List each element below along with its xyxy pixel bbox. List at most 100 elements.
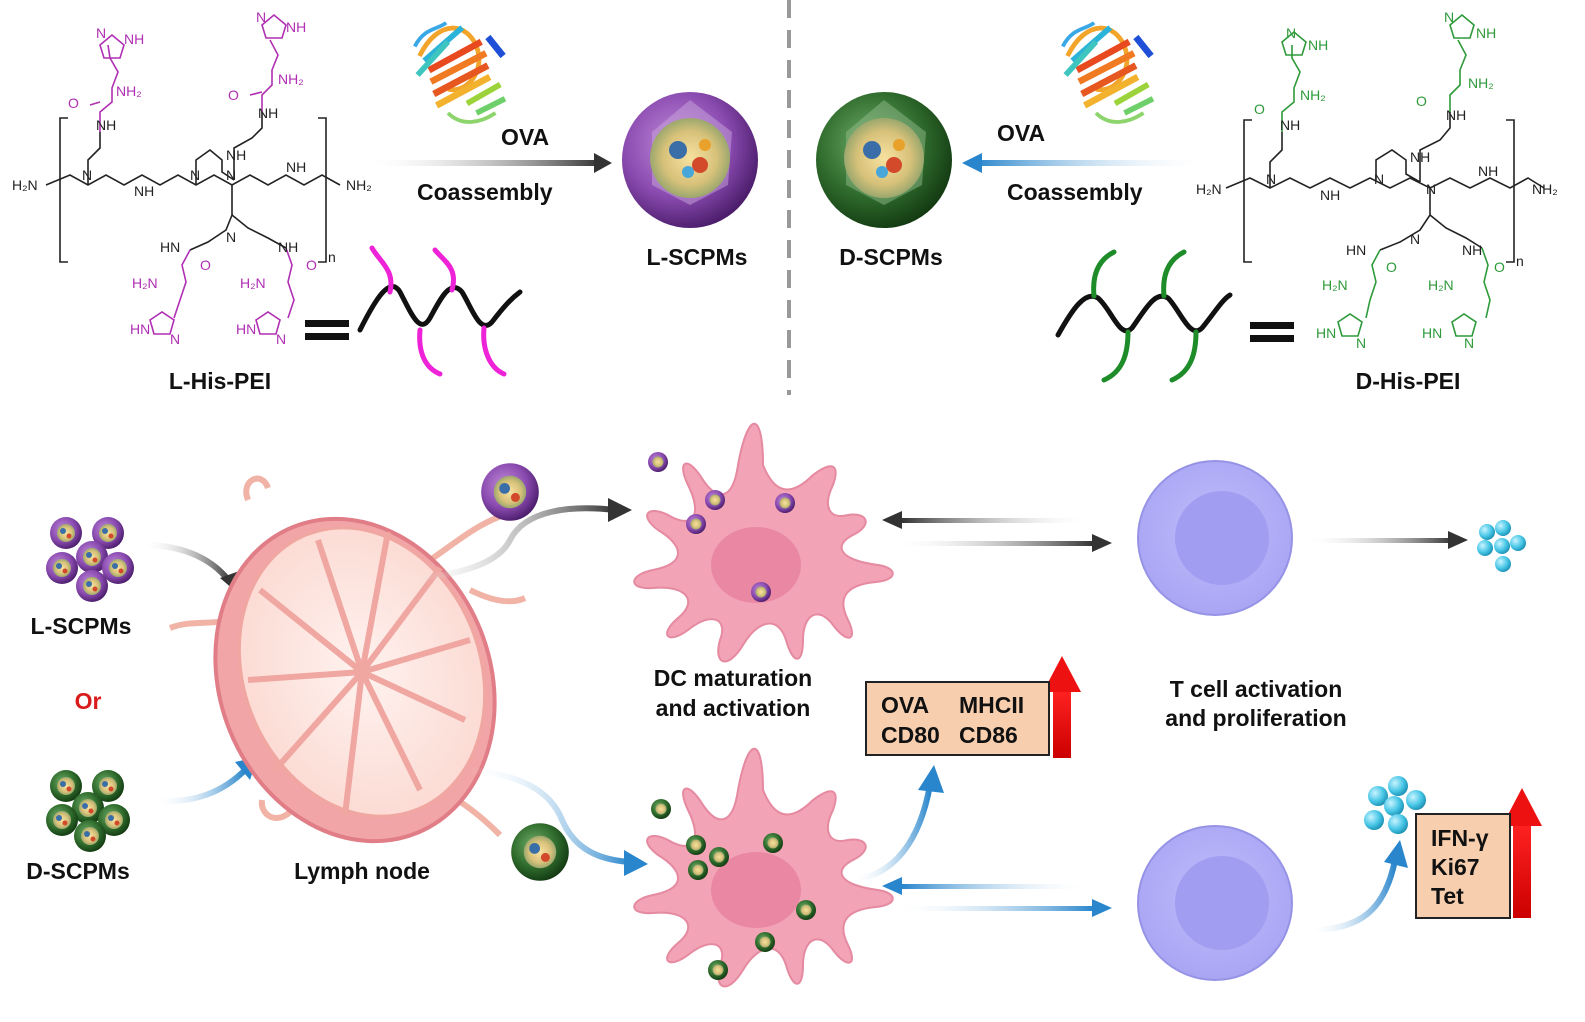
atom-label: N bbox=[1444, 9, 1454, 25]
l-scpm-micelle-icon bbox=[622, 92, 758, 228]
atom-label: N bbox=[1266, 171, 1276, 187]
atom-label: N bbox=[276, 331, 286, 347]
atom-label: H₂N bbox=[1322, 277, 1348, 293]
up-arrow-icon-t bbox=[1502, 788, 1542, 918]
atom-label: N bbox=[1286, 25, 1296, 41]
atom-label: n bbox=[1516, 253, 1524, 269]
d-scpm-cluster-icon bbox=[46, 770, 130, 852]
atom-label: N bbox=[1374, 171, 1384, 187]
l-scpms-label: L-SCPMs bbox=[646, 244, 748, 270]
atom-label: NH bbox=[134, 183, 154, 199]
atom-label: H₂N bbox=[1428, 277, 1454, 293]
d-scpms-label: D-SCPMs bbox=[839, 244, 943, 270]
t-cell-top bbox=[1137, 460, 1293, 616]
atom-label: NH bbox=[96, 117, 116, 133]
atom-label: O bbox=[1494, 259, 1505, 275]
l-his-pei-label: L-His-PEI bbox=[168, 368, 272, 394]
protein-ribbon-icon bbox=[1063, 23, 1153, 122]
atom-label: NH bbox=[1320, 187, 1340, 203]
lymph-node-icon bbox=[168, 475, 527, 844]
dendritic-cell-top bbox=[633, 422, 894, 663]
atom-label: HN bbox=[1422, 325, 1442, 341]
atom-label: N bbox=[1426, 181, 1436, 197]
lymph-node-label: Lymph node bbox=[294, 858, 430, 884]
dc-marker-box: OVA MHCII CD80 CD86 bbox=[865, 681, 1050, 756]
atom-label: N bbox=[226, 229, 236, 245]
atom-label: N bbox=[1356, 335, 1366, 351]
atom-label: NH bbox=[1410, 149, 1430, 165]
input-d-scpms-label: D-SCPMs bbox=[26, 858, 130, 884]
atom-label: NH₂ bbox=[346, 177, 372, 193]
atom-label: HN bbox=[130, 321, 150, 337]
atom-label: NH₂ bbox=[116, 83, 142, 99]
atom-label: N bbox=[1464, 335, 1474, 351]
marker-cd86: CD86 bbox=[959, 722, 1018, 748]
atom-label: NH bbox=[226, 147, 246, 163]
atom-label: H₂N bbox=[240, 275, 266, 291]
coassembly-label-right: Coassembly bbox=[1007, 179, 1143, 205]
t-cell-bottom bbox=[1137, 825, 1293, 981]
t-marker-box: IFN-γ Ki67 Tet bbox=[1415, 813, 1511, 919]
atom-label: n bbox=[328, 249, 336, 265]
atom-label: N bbox=[82, 167, 92, 183]
atom-label: O bbox=[68, 95, 79, 111]
coassembly-arrow-left bbox=[362, 160, 600, 166]
marker-ifn-gamma: IFN-γ bbox=[1431, 825, 1489, 851]
equals-icon-left bbox=[305, 320, 349, 340]
d-his-pei-atoms: H₂N NH₂ N NH N N NH NH NH NH N HN NH n O… bbox=[1196, 9, 1558, 351]
atom-label: NH bbox=[124, 31, 144, 47]
l-his-pei-atoms: H₂N NH₂ N NH N N NH NH NH NH N HN NH n O… bbox=[12, 9, 372, 347]
atom-label: HN bbox=[236, 321, 256, 337]
protein-ribbon-icon bbox=[415, 23, 505, 122]
atom-label: N bbox=[226, 167, 236, 183]
atom-label: NH bbox=[286, 159, 306, 175]
atom-label: H₂N bbox=[1196, 181, 1222, 197]
atom-label: N bbox=[256, 9, 266, 25]
up-arrow-icon-dc bbox=[1043, 656, 1081, 758]
atom-label: N bbox=[1410, 231, 1420, 247]
atom-label: HN bbox=[1346, 242, 1366, 258]
atom-label: NH₂ bbox=[1468, 75, 1494, 91]
ova-label-right: OVA bbox=[997, 120, 1046, 146]
coassembly-label-left: Coassembly bbox=[417, 179, 553, 205]
t-label-line1: T cell activation bbox=[1169, 676, 1343, 702]
d-his-pei-label: D-His-PEI bbox=[1355, 368, 1461, 394]
atom-label: HN bbox=[1316, 325, 1336, 341]
atom-label: NH bbox=[1308, 37, 1328, 53]
atom-label: NH bbox=[1446, 107, 1466, 123]
marker-mhcii: MHCII bbox=[959, 692, 1025, 718]
equals-icon-right bbox=[1250, 322, 1294, 342]
input-l-scpms-label: L-SCPMs bbox=[30, 613, 132, 639]
atom-label: NH₂ bbox=[1532, 181, 1558, 197]
marker-ova: OVA bbox=[881, 692, 930, 718]
atom-label: O bbox=[228, 87, 239, 103]
atom-label: NH bbox=[258, 105, 278, 121]
atom-label: H₂N bbox=[132, 275, 158, 291]
atom-label: O bbox=[1254, 101, 1265, 117]
cytokine-cluster-top bbox=[1477, 520, 1526, 572]
atom-label: O bbox=[1416, 93, 1427, 109]
cytokine-cluster-bottom bbox=[1364, 776, 1426, 834]
d-scpm-micelle-icon bbox=[816, 92, 952, 228]
atom-label: NH bbox=[1462, 242, 1482, 258]
coassembly-arrow-right bbox=[976, 160, 1208, 166]
d-his-pei-structure bbox=[1225, 13, 1545, 337]
marker-ki67: Ki67 bbox=[1431, 854, 1480, 880]
atom-label: NH bbox=[1476, 25, 1496, 41]
marker-tet: Tet bbox=[1431, 883, 1464, 909]
atom-label: HN bbox=[160, 239, 180, 255]
t-label-line2: and proliferation bbox=[1165, 705, 1347, 731]
atom-label: NH₂ bbox=[278, 71, 304, 87]
or-label: Or bbox=[74, 688, 102, 714]
l-polymer-wave-icon bbox=[357, 245, 523, 377]
l-his-pei-structure bbox=[45, 13, 341, 335]
ova-label-left: OVA bbox=[501, 124, 550, 150]
atom-label: NH bbox=[278, 239, 298, 255]
marker-cd80: CD80 bbox=[881, 722, 940, 748]
atom-label: N bbox=[190, 167, 200, 183]
atom-label: H₂N bbox=[12, 177, 38, 193]
dc-label-line1: DC maturation bbox=[653, 665, 813, 691]
dendritic-cell-bottom bbox=[633, 747, 894, 988]
dc-label-line2: and activation bbox=[655, 695, 811, 721]
